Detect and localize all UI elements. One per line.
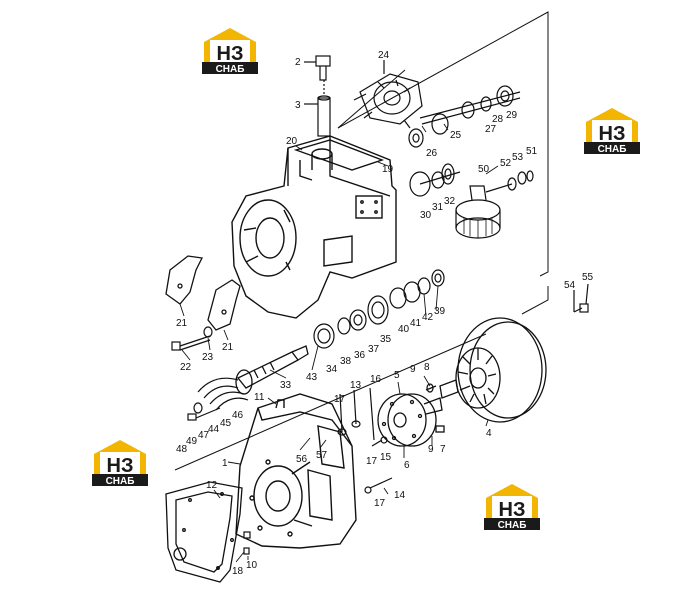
- callout-42: 42: [422, 312, 434, 323]
- callout-55: 55: [582, 272, 594, 283]
- callout-17-bottom: 17: [374, 498, 386, 509]
- callout-2: 2: [295, 57, 301, 68]
- bearing-26: [408, 128, 424, 148]
- callout-49: 49: [186, 436, 198, 447]
- bracket-21: [165, 255, 241, 331]
- callout-5: 5: [394, 370, 400, 381]
- callout-37: 37: [368, 344, 380, 355]
- callout-7: 7: [440, 444, 446, 455]
- callout-47: 47: [198, 430, 210, 441]
- callout-11: 11: [254, 392, 265, 403]
- callout-14: 14: [394, 490, 406, 501]
- callout-29: 29: [506, 110, 518, 121]
- callout-4: 4: [486, 428, 492, 439]
- bearing-ring-row: [313, 269, 445, 349]
- callout-25: 25: [450, 130, 462, 141]
- frame-lines: [174, 11, 549, 471]
- watermark-brand-top: НЗ: [107, 455, 134, 477]
- main-shaft-33: [235, 345, 309, 395]
- callout-10: 10: [246, 560, 258, 571]
- callout-6: 6: [404, 460, 410, 471]
- gear-set-30-32: [409, 163, 461, 197]
- callout-36: 36: [354, 350, 366, 361]
- callout-44: 44: [208, 424, 220, 435]
- callout-52: 52: [500, 158, 512, 169]
- callout-56: 56: [296, 454, 308, 465]
- callout-24: 24: [378, 50, 390, 61]
- callout-57: 57: [316, 450, 328, 461]
- callout-28: 28: [492, 114, 504, 125]
- watermark-brand-bottom: СНАБ: [106, 476, 135, 487]
- leader-lines: [179, 123, 499, 563]
- watermark-brand-top: НЗ: [599, 123, 626, 145]
- callout-23: 23: [202, 352, 214, 363]
- callout-41: 41: [410, 318, 422, 329]
- callout-45: 45: [220, 418, 232, 429]
- lower-housing: [235, 393, 357, 549]
- fasteners-10-18-14: [243, 477, 393, 555]
- callout-39: 39: [434, 306, 446, 317]
- callout-13: 13: [350, 380, 362, 391]
- callout-51: 51: [526, 146, 538, 157]
- callout-9-top: 9: [410, 364, 416, 375]
- callout-labels: 2 3 24 20 19 26 25 27 28 29 30 31 32 50 …: [176, 50, 594, 577]
- watermark-brand-bottom: СНАБ: [498, 520, 527, 531]
- callout-33: 33: [280, 380, 292, 391]
- filter-50: [455, 170, 534, 239]
- callout-3: 3: [295, 100, 301, 111]
- callout-50: 50: [478, 164, 490, 175]
- callout-22: 22: [180, 362, 192, 373]
- callout-31: 31: [432, 202, 444, 213]
- shaft-gears: [419, 85, 521, 135]
- watermark-brand-top: НЗ: [217, 43, 244, 65]
- watermark-brand-top: НЗ: [499, 499, 526, 521]
- callout-27: 27: [485, 124, 497, 135]
- torque-converter-4: [439, 317, 547, 423]
- callout-16: 16: [370, 374, 382, 385]
- callout-48: 48: [176, 444, 188, 455]
- bolt-54-55: [573, 283, 589, 313]
- callout-43: 43: [306, 372, 318, 383]
- callout-15: 15: [380, 452, 392, 463]
- pump-6: [377, 383, 445, 447]
- callout-8: 8: [424, 362, 430, 373]
- callout-21-lower: 21: [222, 342, 234, 353]
- callout-40: 40: [398, 324, 410, 335]
- upper-housing: [231, 135, 397, 319]
- callout-53: 53: [512, 152, 524, 163]
- pump-assembly: [353, 60, 423, 129]
- bolt-22: [171, 326, 213, 351]
- retainer-44-49: [187, 377, 249, 421]
- callout-1: 1: [222, 458, 228, 469]
- cover-plate-12: [165, 481, 243, 583]
- callout-20: 20: [286, 136, 298, 147]
- callout-9-bottom: 9: [428, 444, 434, 455]
- watermark-brand-bottom: СНАБ: [598, 144, 627, 155]
- callout-18: 18: [232, 566, 244, 577]
- callout-30: 30: [420, 210, 432, 221]
- callout-12: 12: [206, 480, 218, 491]
- callout-46: 46: [232, 410, 244, 421]
- callout-17-top: 17: [334, 394, 346, 405]
- callout-38: 38: [340, 356, 352, 367]
- callout-34: 34: [326, 364, 338, 375]
- callout-21-upper: 21: [176, 318, 188, 329]
- callout-32: 32: [444, 196, 456, 207]
- plug-and-sleeve: [304, 55, 331, 137]
- callout-17-mid: 17: [366, 456, 378, 467]
- callout-26: 26: [426, 148, 438, 159]
- callout-19: 19: [382, 164, 394, 175]
- callout-35: 35: [380, 334, 392, 345]
- watermark-brand-bottom: СНАБ: [216, 64, 245, 75]
- callout-54: 54: [564, 280, 576, 291]
